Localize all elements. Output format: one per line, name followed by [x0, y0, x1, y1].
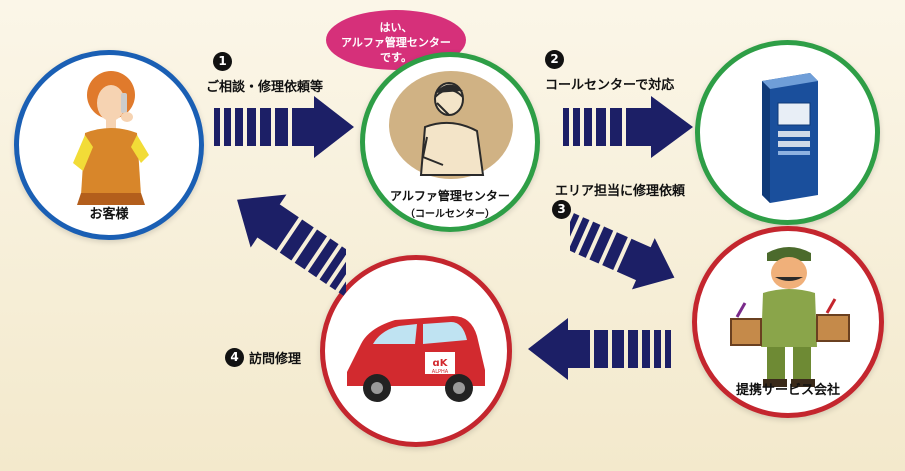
bubble-line-3: です。 [380, 51, 412, 64]
step-2-number: 2 [545, 50, 564, 69]
arrow-center-to-server [563, 96, 693, 158]
call-center-node: アルファ管理センター （コールセンター） [360, 52, 540, 232]
call-center-sublabel: （コールセンター） [405, 209, 495, 220]
car-logo-mark: ɑK [433, 358, 449, 369]
operator-icon [389, 71, 513, 179]
step-4: 4 訪問修理 [225, 348, 301, 367]
step-2-label: コールセンターで対応 [545, 78, 675, 93]
bubble-line-1: はい、 [379, 21, 413, 34]
step-2: 2 [545, 50, 569, 69]
customer-icon [73, 71, 149, 205]
step-1-number: 1 [213, 52, 232, 71]
call-center-label: アルファ管理センター [390, 189, 510, 203]
step-3: 3 [552, 200, 576, 219]
step-1-label: ご相談・修理依頼等 [206, 80, 324, 95]
repairman-icon [730, 247, 850, 387]
partner-company-label: 提携サービス会社 [735, 383, 840, 398]
car-logo-text: ALPHA [432, 369, 449, 375]
server-icon [762, 73, 818, 203]
customer-node: お客様 [14, 50, 204, 240]
step-1: 1 [213, 52, 237, 71]
arrow-customer-to-center [214, 96, 354, 158]
customer-label: お客様 [89, 207, 129, 222]
arrow-center-to-partner [570, 213, 675, 290]
step-4-number: 4 [225, 348, 244, 367]
arrow-partner-to-visit [528, 318, 671, 380]
step-3-label: エリア担当に修理依頼 [555, 184, 686, 199]
bubble-line-2: アルファ管理センター [341, 36, 451, 49]
partner-company-node: 提携サービス会社 [692, 226, 884, 418]
visit-repair-node: ɑK ALPHA [320, 255, 512, 447]
arrow-visit-to-customer [237, 194, 346, 296]
server-node [695, 40, 880, 225]
service-car-icon: ɑK ALPHA [347, 316, 485, 402]
step-4-label: 訪問修理 [249, 352, 302, 367]
step-3-number: 3 [552, 200, 571, 219]
